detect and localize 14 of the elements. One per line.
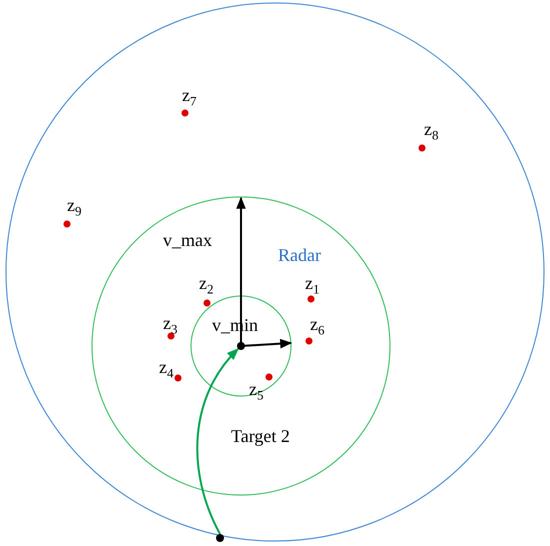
center-point: [237, 342, 245, 350]
point-label: z$_{8}$: [424, 120, 438, 142]
radar-label: Radar: [278, 246, 321, 264]
point-label: z$_{2}$: [199, 274, 214, 296]
point-label: z$_{6}$: [310, 315, 324, 337]
velocity-label: v_max: [163, 231, 212, 249]
point-label: z$_{4}$: [159, 358, 174, 380]
start-point: [216, 534, 224, 542]
point-label: z$_{9}$: [67, 196, 82, 218]
trajectory-arrow: [196, 348, 239, 534]
point-label: z$_{1}$: [305, 274, 320, 296]
point-label: z$_{3}$: [163, 314, 178, 336]
point-label: z$_{7}$: [182, 86, 196, 108]
target-label: Target 2: [231, 427, 290, 445]
